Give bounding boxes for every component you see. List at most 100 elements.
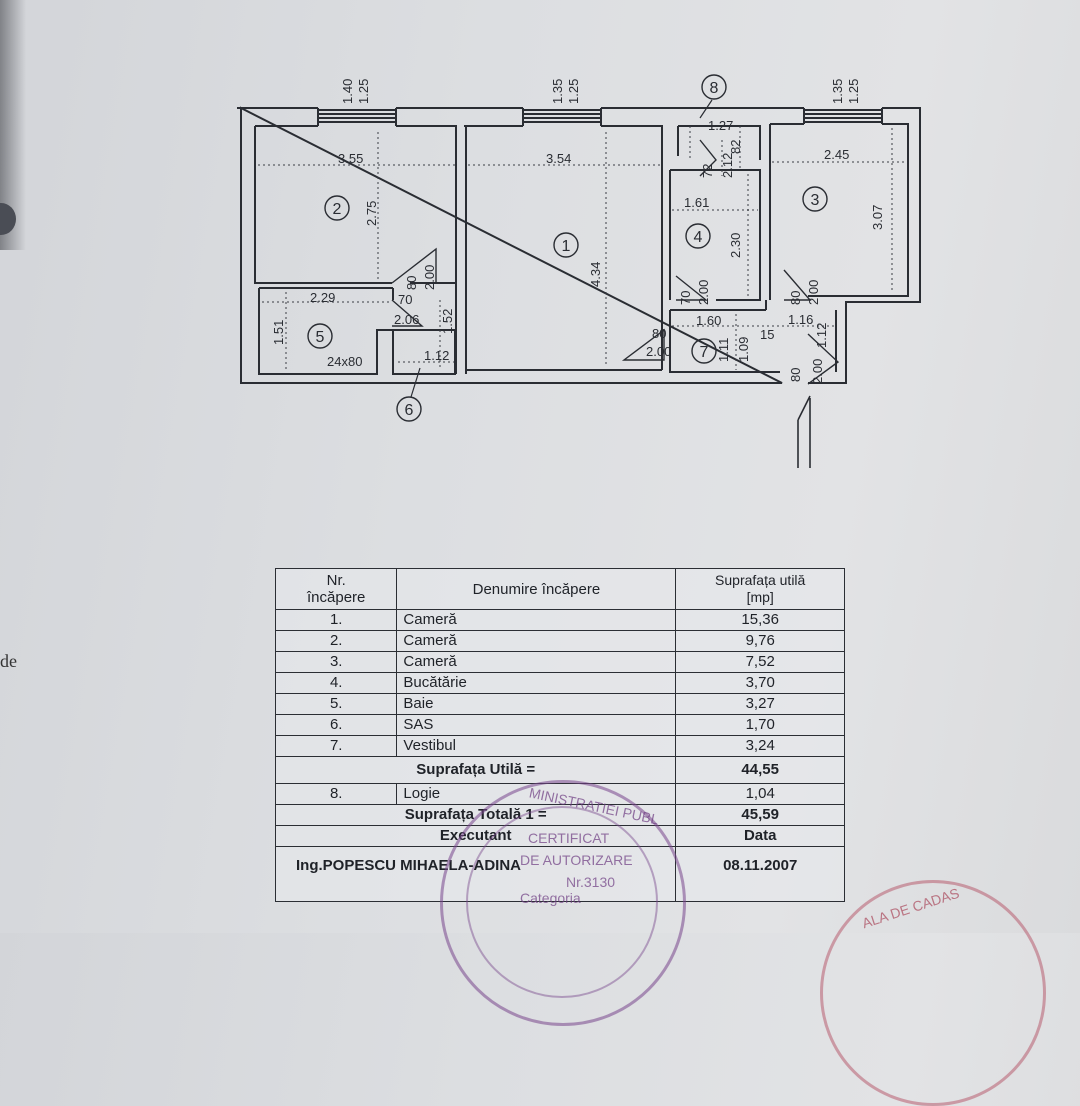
stamp-line-3: Nr.3130 [566,874,616,890]
door-kitchen [699,139,717,177]
util-label: Suprafața Utilă = [274,756,677,784]
dimension-label: 2.75 [364,201,379,226]
window-dimension-label: 1.35 [830,79,845,104]
dimension-label: 80 [788,291,803,305]
room-number-circle [701,74,727,100]
util-row: Suprafața Utilă = 44,55 [274,756,845,784]
door-room5 [391,299,424,327]
dimension-label: 3.07 [870,205,885,230]
dimension-label: 1.11 [716,338,731,362]
dimension-label: 1.51 [271,320,286,345]
punch-hole [0,203,16,235]
stamp-line-4: Categoria [520,890,581,906]
cadastre-stamp [820,880,1046,1106]
table-row: 6. SAS 1,70 [274,714,845,736]
dimension-label: 1.16 [788,312,813,327]
room-number-circle [324,195,350,221]
window-3 [803,108,883,124]
room-number-label: 4 [694,229,703,246]
dimension-label: 24x80 [327,354,362,369]
dimension-label: 1.52 [440,309,455,334]
door-room3 [783,269,812,301]
room-3-walls [769,123,909,300]
room-number-label: 1 [562,238,571,255]
dimension-label: 82 [728,140,743,154]
outer-wall-inner [255,125,663,371]
dimension-label: 1.12 [814,323,829,348]
room-number-circle [685,223,711,249]
room-number-circle [307,323,333,349]
side-note: de [0,651,17,671]
window-dimension-label: 1.35 [550,79,565,104]
window-1 [317,108,397,126]
window-dimension-label: 1.25 [846,79,861,104]
dimension-label: 80 [788,368,803,382]
dimension-label: 2.00 [810,359,825,384]
room-6-walls [392,288,467,375]
room-number-circle [553,232,579,258]
table-row: 3. Cameră 7,52 [274,651,845,673]
dimension-label: 2.00 [806,280,821,305]
dimension-label: 80 [404,276,419,290]
stamp-line-2: DE AUTORIZARE [520,852,633,868]
dimension-label: 3.54 [546,151,571,166]
dimension-label: 4.34 [588,262,603,287]
dimension-label: 2.30 [728,233,743,258]
window-dimension-label: 1.40 [340,79,355,104]
table-row: 4. Bucătărie 3,70 [274,672,845,694]
room-number-circle [691,338,717,364]
dimension-label: 3.55 [338,151,363,166]
room-number-label: 3 [811,192,820,209]
dimension-label: 2.00 [696,280,711,305]
dimension-label: 80 [652,326,666,341]
door-entry [807,333,840,385]
dimension-label: 70 [398,292,412,307]
dimension-label: 1.61 [684,195,709,210]
room-number-label: 8 [710,80,719,97]
dimension-label: 2.00 [646,344,671,359]
room-number-label: 6 [405,402,414,419]
header-nr: Nr. încăpere [274,568,398,610]
door-kitchen-low [675,275,708,301]
dimension-label: 1.12 [424,348,449,363]
table-row: 2. Cameră 9,76 [274,630,845,652]
document-date: 08.11.2007 [675,846,845,902]
door-room2 [391,247,437,284]
room-number-label: 2 [333,201,342,218]
room-5-walls [258,287,394,375]
dimension-label: 15 [760,327,774,342]
room-4-walls [669,125,761,301]
door-vestibul [621,328,665,361]
dimension-label: 1.09 [736,337,751,362]
header-name: Denumire încăpere [396,568,677,610]
entry-arrow-icon [797,395,811,468]
outer-wall [237,106,921,384]
util-value: 44,55 [675,756,845,784]
stamp-line-1: CERTIFICAT [528,830,610,846]
data-label: Data [675,825,845,847]
dimension-label: 2.06 [394,312,419,327]
dimension-label: 72 [700,164,715,178]
dimension-label: 2.12 [720,153,735,178]
window-dimension-label: 1.25 [356,79,371,104]
dimension-label: 1.60 [696,313,721,328]
dimension-label: 2.45 [824,147,849,162]
dimension-label: 1.27 [708,118,733,133]
window-dimension-label: 1.25 [566,79,581,104]
room-number-circle [802,186,828,212]
table-row: 7. Vestibul 3,24 [274,735,845,757]
total-value: 45,59 [675,804,845,826]
table-row: 1. Cameră 15,36 [274,609,845,631]
room-number-label: 7 [700,344,709,361]
window-2 [522,108,602,126]
room-number-circle [396,396,422,422]
room-2-walls [254,126,456,284]
dimension-label: 70 [678,291,693,305]
dimension-label: 2.29 [310,290,335,305]
room-7-walls [669,300,837,373]
table-row: 5. Baie 3,27 [274,693,845,715]
dimension-label: 2.00 [422,265,437,290]
room-number-label: 5 [316,329,325,346]
header-area: Suprafața utilă [mp] [675,568,845,610]
